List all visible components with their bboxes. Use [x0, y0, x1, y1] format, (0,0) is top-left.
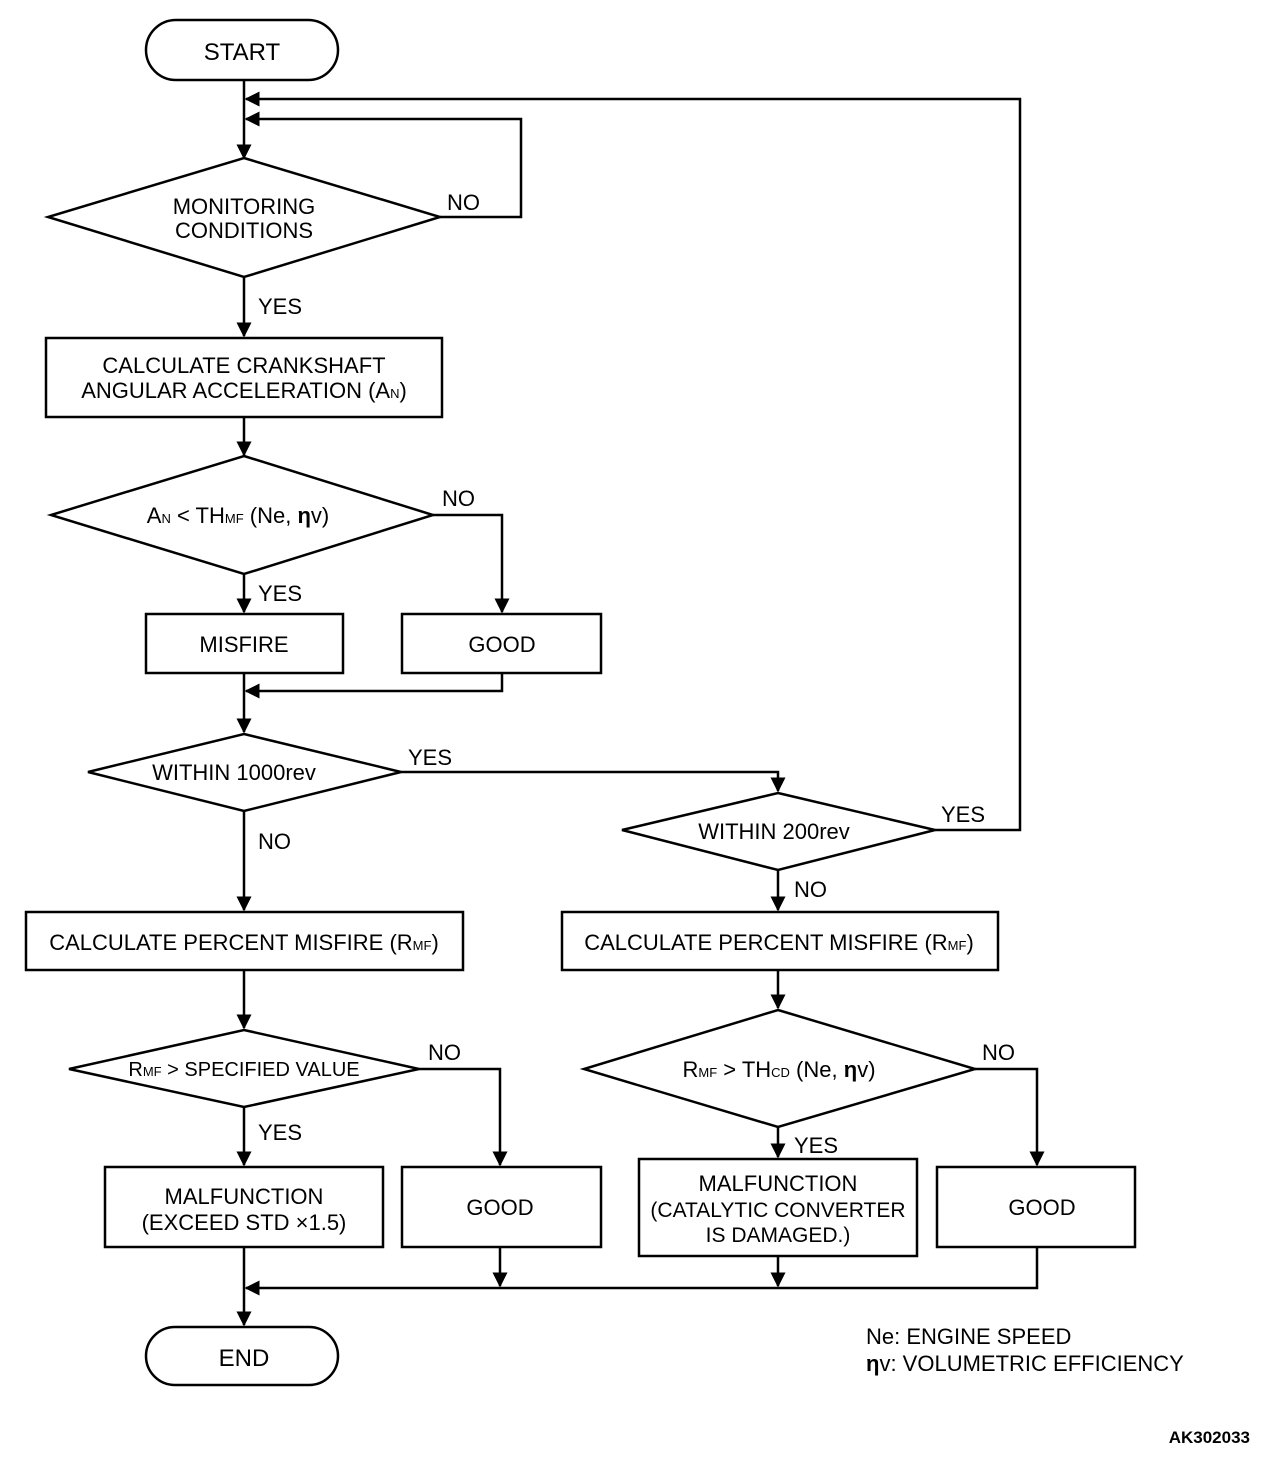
label-monitoring-yes: YES: [258, 294, 302, 319]
node-rmf-specified: RMF > SPECIFIED VALUE: [68, 1028, 420, 1109]
good-1-label: GOOD: [468, 632, 535, 657]
node-good-1: GOOD: [400, 612, 603, 675]
calc-accel-close: ): [399, 378, 406, 403]
calc-accel-line2: ANGULAR ACCELERATION (AN): [81, 378, 407, 403]
an-compare-label: AN < THMF (Ne, ηv): [147, 503, 329, 528]
rmf-thcd-tail2: v): [857, 1057, 875, 1082]
node-good-3: GOOD: [935, 1165, 1137, 1249]
an-a: A: [147, 503, 162, 528]
legend-eta-line: ηv: VOLUMETRIC EFFICIENCY: [866, 1351, 1184, 1376]
an-mid-sub: MF: [225, 511, 244, 526]
within-1000-label: WITHIN 1000rev: [152, 760, 316, 785]
label-compare-no: NO: [442, 486, 475, 511]
node-calc-percent-right: CALCULATE PERCENT MISFIRE (RMF): [560, 910, 1000, 972]
start-label: START: [204, 39, 281, 66]
node-good-2: GOOD: [400, 1165, 603, 1249]
node-malfunction-std: MALFUNCTION (EXCEED STD ×1.5): [103, 1165, 385, 1249]
calc-accel-line2-text: ANGULAR ACCELERATION (A: [81, 378, 390, 403]
node-end: END: [144, 1325, 340, 1387]
an-eta: η: [297, 503, 310, 528]
end-label: END: [219, 1345, 270, 1372]
label-compare-yes: YES: [258, 581, 302, 606]
legend-eta-symbol: η: [866, 1351, 879, 1376]
edge-within200-yes-loop: [244, 91, 1022, 832]
calc-percent-right-close: ): [966, 930, 973, 955]
rmf-thcd-eta: η: [844, 1057, 857, 1082]
malfunction-cat-line1: MALFUNCTION: [699, 1171, 858, 1196]
rmf-thcd-sub: MF: [698, 1065, 717, 1080]
label-within200-yes: YES: [941, 802, 985, 827]
legend: Ne: ENGINE SPEED ηv: VOLUMETRIC EFFICIEN…: [866, 1324, 1184, 1376]
rmf-thcd-mid-sub: CD: [771, 1065, 790, 1080]
malfunction-cat-line2: (CATALYTIC CONVERTER: [650, 1199, 905, 1222]
monitoring-label-2: CONDITIONS: [175, 218, 313, 243]
misfire-label: MISFIRE: [199, 632, 288, 657]
label-rmfthcd-yes: YES: [794, 1133, 838, 1158]
node-rmf-thcd: RMF > THCD (Ne, ηv): [579, 1008, 980, 1129]
edge-labels: NO YES NO YES YES NO YES NO NO YES NO YE…: [258, 190, 1015, 1158]
label-within1000-yes: YES: [408, 745, 452, 770]
malfunction-cat-line3: IS DAMAGED.): [706, 1224, 851, 1247]
calc-percent-left-sub: MF: [413, 938, 432, 953]
connectors: [236, 80, 1045, 1327]
good-2-label: GOOD: [466, 1195, 533, 1220]
rmf-thcd-tail: (Ne,: [790, 1057, 844, 1082]
edge-good1-merge: [244, 673, 504, 699]
label-monitoring-no: NO: [447, 190, 480, 215]
an-tail: (Ne,: [244, 503, 298, 528]
calc-percent-left-close: ): [431, 930, 438, 955]
calc-percent-left-label: CALCULATE PERCENT MISFIRE (RMF): [49, 930, 439, 955]
edge-rmfthcd-no: [975, 1067, 1045, 1167]
rmf-thcd-label: RMF > THCD (Ne, ηv): [682, 1057, 875, 1082]
legend-ne: Ne: ENGINE SPEED: [866, 1324, 1071, 1349]
legend-eta-desc: v: VOLUMETRIC EFFICIENCY: [879, 1351, 1184, 1376]
calc-percent-right-text: CALCULATE PERCENT MISFIRE (R: [584, 930, 947, 955]
figure-code: AK302033: [1169, 1428, 1250, 1447]
node-misfire: MISFIRE: [144, 612, 345, 675]
calc-percent-left-text: CALCULATE PERCENT MISFIRE (R: [49, 930, 412, 955]
calc-accel-line1: CALCULATE CRANKSHAFT: [102, 353, 385, 378]
an-mid: < TH: [171, 503, 225, 528]
label-rmfthcd-no: NO: [982, 1040, 1015, 1065]
label-within200-no: NO: [794, 877, 827, 902]
monitoring-label-1: MONITORING: [173, 194, 316, 219]
node-calc-percent-left: CALCULATE PERCENT MISFIRE (RMF): [24, 910, 465, 972]
node-an-compare: AN < THMF (Ne, ηv): [46, 454, 438, 576]
edge-compare-no: [433, 513, 510, 614]
edge-within1000-yes: [401, 770, 786, 793]
node-monitoring-conditions: MONITORING CONDITIONS: [43, 156, 445, 279]
rmf-spec-tail: > SPECIFIED VALUE: [162, 1059, 360, 1081]
good-3-label: GOOD: [1008, 1195, 1075, 1220]
node-within-200: WITHIN 200rev: [621, 791, 936, 872]
malfunction-std-line1: MALFUNCTION: [165, 1184, 324, 1209]
an-tail2: v): [311, 503, 329, 528]
node-calc-crankshaft: CALCULATE CRANKSHAFT ANGULAR ACCELERATIO…: [44, 336, 444, 419]
within-200-label: WITHIN 200rev: [698, 819, 850, 844]
calc-percent-right-label: CALCULATE PERCENT MISFIRE (RMF): [584, 930, 974, 955]
node-within-1000: WITHIN 1000rev: [87, 732, 402, 813]
edge-rmfspec-no: [419, 1067, 508, 1167]
node-malfunction-catalytic: MALFUNCTION (CATALYTIC CONVERTER IS DAMA…: [637, 1157, 919, 1258]
edge-bottom-merge: [244, 1247, 1039, 1296]
calc-accel-sub: N: [390, 386, 399, 401]
label-rmfspec-no: NO: [428, 1040, 461, 1065]
rmf-spec-r: R: [128, 1059, 142, 1081]
label-within1000-no: NO: [258, 829, 291, 854]
label-rmfspec-yes: YES: [258, 1120, 302, 1145]
rmf-thcd-mid: > TH: [717, 1057, 771, 1082]
calc-percent-right-sub: MF: [948, 938, 967, 953]
edge-monitoring-no-loop: [244, 111, 523, 219]
node-start: START: [144, 18, 340, 82]
rmf-specified-label: RMF > SPECIFIED VALUE: [128, 1059, 359, 1081]
rmf-spec-sub: MF: [143, 1064, 162, 1079]
malfunction-std-line2: (EXCEED STD ×1.5): [142, 1210, 347, 1235]
rmf-thcd-r: R: [682, 1057, 698, 1082]
an-a-sub: N: [161, 511, 170, 526]
